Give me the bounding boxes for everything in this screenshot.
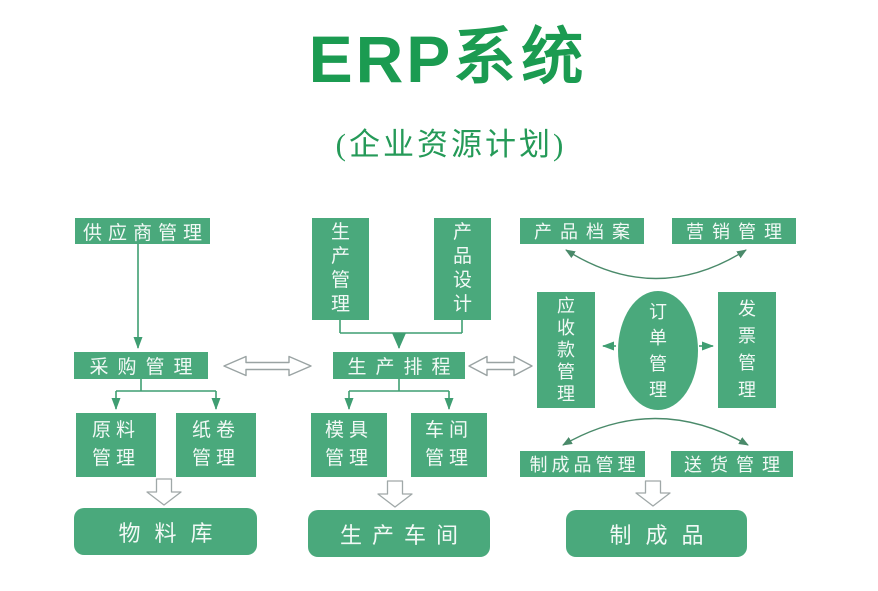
title-en: ERP <box>308 22 454 96</box>
node-order-management-ellipse: 订单管理 <box>618 291 698 410</box>
node-label: 模具管理 <box>324 420 373 469</box>
block-arrow-to-finished-goods <box>635 480 671 507</box>
node-paper-roll-management: 纸卷管理 <box>176 413 256 477</box>
node-supplier-management: 供应商管理 <box>75 218 210 244</box>
node-label: 生产车间 <box>339 522 468 548</box>
node-product-design: 产品设计 <box>434 218 491 320</box>
node-label: 物料库 <box>118 520 227 546</box>
node-invoice-management: 发票管理 <box>718 292 776 408</box>
node-label: 车间管理 <box>424 420 473 469</box>
curved-arrow-order-to-finished-and-delivery <box>562 417 749 446</box>
node-finished-goods-management: 制成品管理 <box>520 451 645 477</box>
node-label: 生产管理 <box>330 222 350 315</box>
page-title: ERP系统 <box>10 26 878 92</box>
page-subtitle: (企业资源计划) <box>335 127 567 162</box>
block-arrow-to-production-workshop <box>377 480 413 508</box>
node-label: 发票管理 <box>738 299 756 400</box>
node-label: 制成品 <box>609 522 718 548</box>
node-product-archive: 产品档案 <box>520 218 644 244</box>
node-production-scheduling: 生产排程 <box>333 352 465 379</box>
node-receivables-management: 应收款管理 <box>537 292 595 408</box>
node-label: 产品档案 <box>534 222 638 242</box>
node-label: 采购管理 <box>89 357 202 378</box>
node-raw-material-management: 原料管理 <box>76 413 156 477</box>
node-label: 供应商管理 <box>82 222 208 244</box>
node-workshop-management: 车间管理 <box>411 413 487 477</box>
node-label: 制成品管理 <box>529 455 640 475</box>
curved-arrow-order-to-archive-and-marketing <box>565 249 747 280</box>
node-marketing-management: 营销管理 <box>672 218 796 244</box>
node-production-workshop: 生产车间 <box>308 510 490 557</box>
node-finished-goods: 制成品 <box>566 510 747 557</box>
node-label: 原料管理 <box>91 420 140 469</box>
node-mold-management: 模具管理 <box>311 413 387 477</box>
node-material-warehouse: 物料库 <box>74 508 257 555</box>
node-label: 应收款管理 <box>557 296 575 404</box>
node-label: 产品设计 <box>452 222 472 315</box>
block-arrow-to-material-warehouse <box>146 478 182 506</box>
node-label: 订单管理 <box>649 301 667 400</box>
node-delivery-management: 送货管理 <box>671 451 793 477</box>
double-arrow-procurement-scheduling <box>223 355 312 377</box>
node-procurement-management: 采购管理 <box>74 352 208 379</box>
node-label: 纸卷管理 <box>191 420 240 469</box>
node-production-management: 生产管理 <box>312 218 369 320</box>
double-arrow-scheduling-receivables <box>468 355 533 377</box>
node-label: 营销管理 <box>686 222 790 242</box>
node-label: 送货管理 <box>684 455 788 475</box>
title-cn: 系统 <box>453 24 590 92</box>
node-label: 生产排程 <box>347 357 460 378</box>
